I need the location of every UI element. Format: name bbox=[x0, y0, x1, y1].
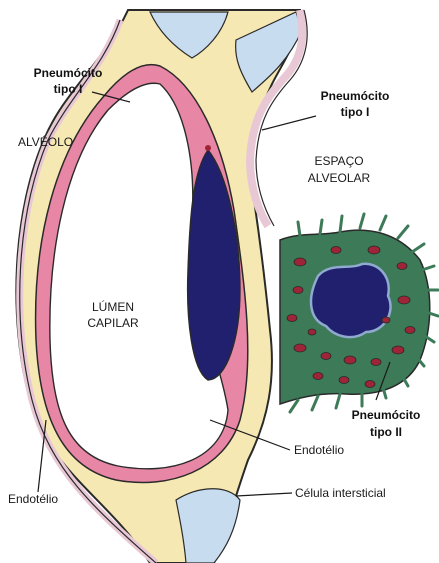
endothelial-nucleus-dot bbox=[205, 145, 211, 151]
label-endotelio-right: Endotélio bbox=[294, 443, 344, 457]
label-pneumocito-tipo1-left-line2: tipo I bbox=[54, 82, 83, 96]
label-alveolo: ALVÉOLO bbox=[18, 134, 73, 149]
label-celula-intersticial: Célula intersticial bbox=[295, 486, 386, 500]
label-pneumocito-tipo1-left: Pneumócito bbox=[34, 66, 103, 80]
label-pneumocito-tipo2-line2: tipo II bbox=[370, 425, 402, 439]
label-lumen-capilar-line2: CAPILAR bbox=[87, 316, 139, 330]
interstitial-space-bottom bbox=[176, 489, 240, 563]
label-espaco-alveolar-line2: ALVEOLAR bbox=[308, 171, 371, 185]
label-espaco-alveolar: ESPAÇO bbox=[314, 154, 363, 168]
label-pneumocito-tipo1-right: Pneumócito bbox=[321, 89, 390, 103]
label-lumen-capilar: LÚMEN bbox=[92, 299, 134, 314]
label-pneumocito-tipo2: Pneumócito bbox=[352, 408, 421, 422]
label-endotelio-left: Endotélio bbox=[8, 492, 58, 506]
label-pneumocito-tipo1-right-line2: tipo I bbox=[341, 105, 370, 119]
